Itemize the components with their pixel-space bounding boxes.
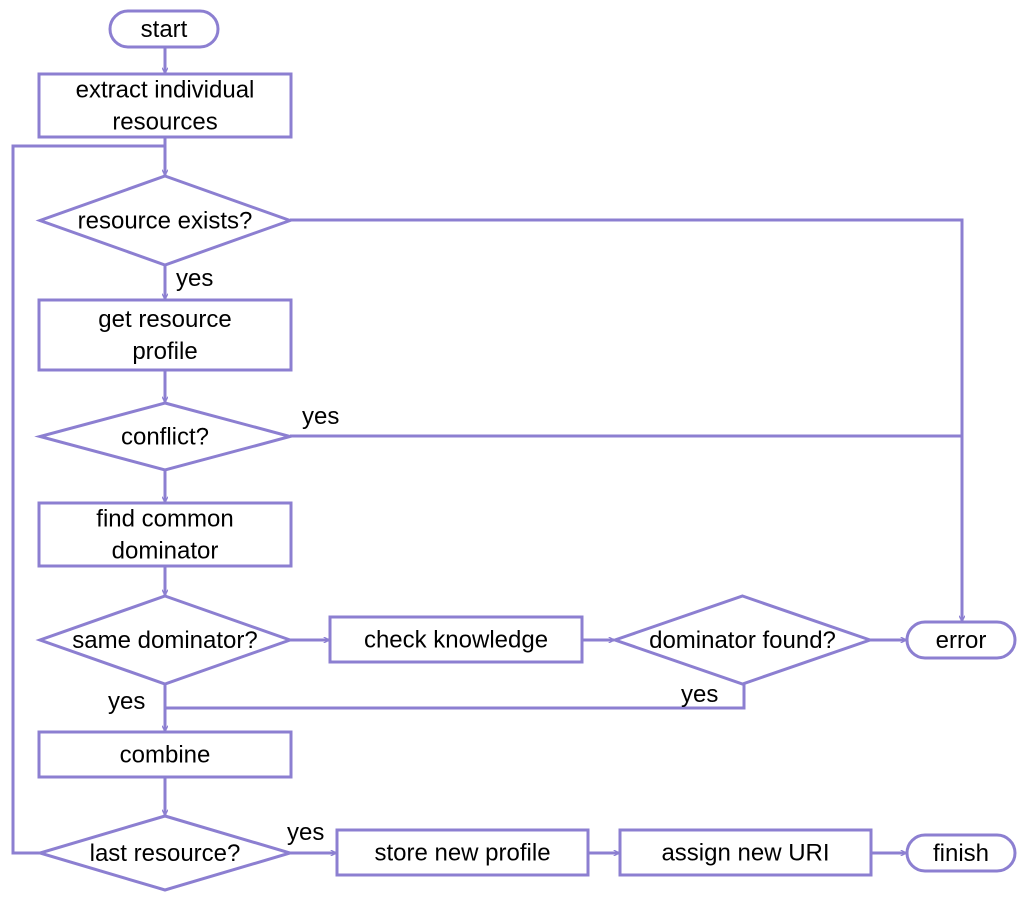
node-finish: finish bbox=[905, 833, 1017, 873]
node-label-find-common: find common bbox=[96, 506, 233, 533]
node-shape-check-knowledge bbox=[328, 615, 584, 664]
edge-exists-error bbox=[290, 218, 962, 621]
node-shape-same-dom bbox=[35, 594, 295, 686]
nodes: start extract individual resources resource… bbox=[34, 9, 1017, 892]
node-shape-store bbox=[335, 828, 590, 877]
node-assign: assign new URI bbox=[618, 828, 873, 877]
node-shape-finish bbox=[905, 833, 1017, 873]
node-shape-get-profile bbox=[37, 298, 293, 372]
node-shape-assign bbox=[618, 828, 873, 877]
node-get-profile: get resource profile bbox=[37, 298, 293, 372]
node-label-extract: resources bbox=[112, 109, 217, 136]
node-shape-conflict bbox=[34, 401, 296, 472]
edge-last-res-loop bbox=[11, 144, 165, 855]
node-label-combine: combine bbox=[120, 742, 211, 769]
edge-labels: yes yes yes yes yes bbox=[108, 265, 718, 846]
node-label-conflict: conflict? bbox=[121, 424, 209, 451]
node-label-extract: extract individual bbox=[76, 77, 255, 104]
node-label-error: error bbox=[936, 627, 987, 654]
node-shape-dom-found bbox=[610, 594, 875, 686]
node-label-find-common: dominator bbox=[112, 538, 219, 565]
node-label-get-profile: profile bbox=[132, 338, 197, 365]
edge-label-dom-found-yes: yes bbox=[681, 681, 718, 708]
node-error: error bbox=[905, 620, 1017, 660]
edge-label-exists-yes: yes bbox=[176, 265, 213, 292]
node-dom-found: dominator found? bbox=[610, 594, 875, 686]
node-start: start bbox=[108, 9, 220, 49]
node-label-store: store new profile bbox=[374, 840, 550, 867]
node-label-same-dom: same dominator? bbox=[72, 627, 257, 654]
node-find-common: find common dominator bbox=[37, 501, 293, 568]
node-label-check-knowledge: check knowledge bbox=[364, 627, 548, 654]
node-shape-error bbox=[905, 620, 1017, 660]
node-shape-start bbox=[108, 9, 220, 49]
node-label-start: start bbox=[141, 16, 188, 43]
node-shape-extract bbox=[37, 72, 293, 139]
node-shape-last-res bbox=[34, 814, 296, 892]
node-shape-find-common bbox=[37, 501, 293, 568]
node-exists: resource exists? bbox=[35, 174, 295, 267]
node-same-dom: same dominator? bbox=[35, 594, 295, 686]
node-check-knowledge: check knowledge bbox=[328, 615, 584, 664]
node-label-dom-found: dominator found? bbox=[649, 627, 836, 654]
edge-dom-found-combine bbox=[165, 684, 746, 710]
node-extract: extract individual resources bbox=[37, 72, 293, 139]
node-label-finish: finish bbox=[933, 840, 989, 867]
node-combine: combine bbox=[37, 730, 293, 779]
connectors bbox=[11, 47, 962, 855]
edge-label-last-res-yes: yes bbox=[287, 819, 324, 846]
node-shape-exists bbox=[35, 174, 295, 267]
node-label-get-profile: get resource bbox=[98, 306, 231, 333]
node-last-res: last resource? bbox=[34, 814, 296, 892]
edge-label-conflict-yes: yes bbox=[302, 403, 339, 430]
node-shape-combine bbox=[37, 730, 293, 779]
node-label-last-res: last resource? bbox=[90, 840, 241, 867]
node-label-assign: assign new URI bbox=[661, 840, 829, 867]
node-conflict: conflict? bbox=[34, 401, 296, 472]
edge-label-same-dom-yes: yes bbox=[108, 688, 145, 715]
node-label-exists: resource exists? bbox=[78, 208, 253, 235]
node-store: store new profile bbox=[335, 828, 590, 877]
